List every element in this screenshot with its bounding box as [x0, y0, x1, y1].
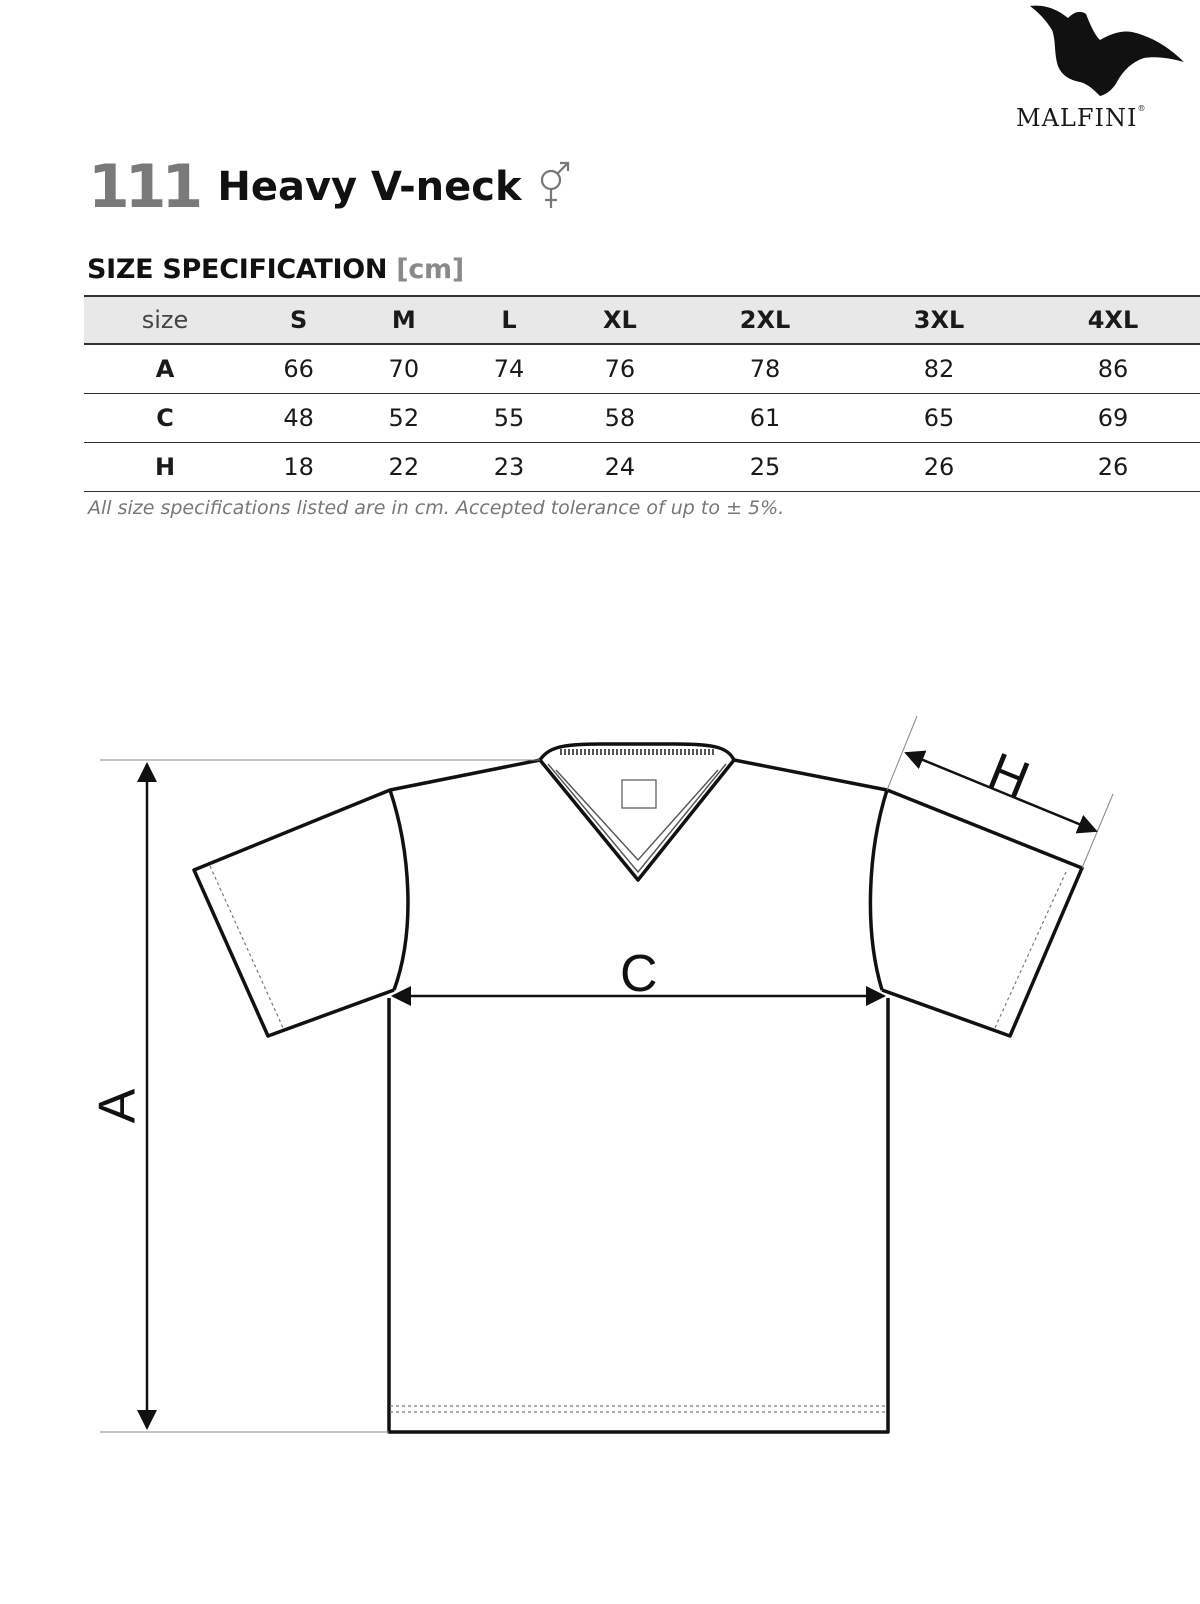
table-row: H 18 22 23 24 25 26 26 — [84, 443, 1200, 492]
size-table-header: size S M L XL 2XL 3XL 4XL — [84, 295, 1200, 345]
size-col-header: 4XL — [1025, 295, 1200, 345]
row-label: H — [154, 453, 176, 481]
size-col-header: 3XL — [852, 295, 1026, 345]
row-label: A — [155, 355, 175, 383]
product-title: 111 Heavy V-neck — [88, 152, 571, 222]
table-row: A 66 70 74 76 78 82 86 — [84, 344, 1200, 394]
table-cell: 22 — [388, 453, 420, 481]
size-col-header: S — [246, 295, 352, 345]
brand-logo: MALFINI® — [1016, 0, 1200, 132]
size-col-header: M — [351, 295, 457, 345]
table-cell: 58 — [604, 404, 636, 432]
table-cell: 25 — [749, 453, 781, 481]
table-cell: 18 — [283, 453, 314, 481]
dimension-line-h-ext — [886, 715, 918, 791]
table-cell: 23 — [493, 453, 525, 481]
table-cell: 24 — [604, 453, 636, 481]
size-table: size S M L XL 2XL 3XL 4XL A 66 70 74 76 … — [84, 295, 1200, 492]
dimension-line-h-ext — [1081, 793, 1114, 869]
dimension-arrow-h — [904, 750, 1098, 834]
dimension-label-a: A — [88, 1088, 147, 1124]
size-col-header: 2XL — [678, 295, 853, 345]
table-cell: 61 — [749, 404, 781, 432]
table-cell: 78 — [749, 355, 781, 383]
collar-ribbing — [547, 749, 727, 874]
table-cell: 66 — [283, 355, 314, 383]
tshirt-outline — [192, 742, 1084, 1434]
table-cell: 52 — [388, 404, 420, 432]
table-cell: 55 — [493, 404, 525, 432]
eagle-icon — [1030, 5, 1184, 96]
table-cell: 69 — [1097, 404, 1129, 432]
size-col-header: L — [456, 295, 562, 345]
table-row: C 48 52 55 58 61 65 69 — [84, 394, 1200, 443]
product-name: Heavy V-neck — [217, 164, 522, 210]
table-cell: 65 — [923, 404, 955, 432]
table-cell: 76 — [604, 355, 636, 383]
row-label: C — [156, 404, 174, 432]
dimension-label-c: C — [620, 945, 658, 1003]
tolerance-note: All size specifications listed are in cm… — [88, 497, 785, 519]
table-cell: 26 — [1097, 453, 1129, 481]
brand-name: MALFINI® — [1016, 104, 1147, 132]
table-cell: 48 — [283, 404, 314, 432]
sleeve-stitch — [209, 865, 285, 1031]
size-corner-label: size — [84, 295, 246, 345]
table-cell: 70 — [388, 355, 420, 383]
table-cell: 26 — [923, 453, 955, 481]
tshirt-diagram — [100, 715, 1114, 1434]
table-cell: 86 — [1097, 355, 1129, 383]
unisex-icon — [537, 160, 571, 214]
size-col-header: XL — [561, 295, 679, 345]
size-spec-heading: SIZE SPECIFICATION [cm] — [87, 254, 464, 285]
neck-label — [621, 779, 657, 809]
product-code: 111 — [88, 152, 203, 222]
sleeve-stitch — [993, 871, 1067, 1031]
table-cell: 82 — [923, 355, 955, 383]
table-cell: 74 — [493, 355, 525, 383]
